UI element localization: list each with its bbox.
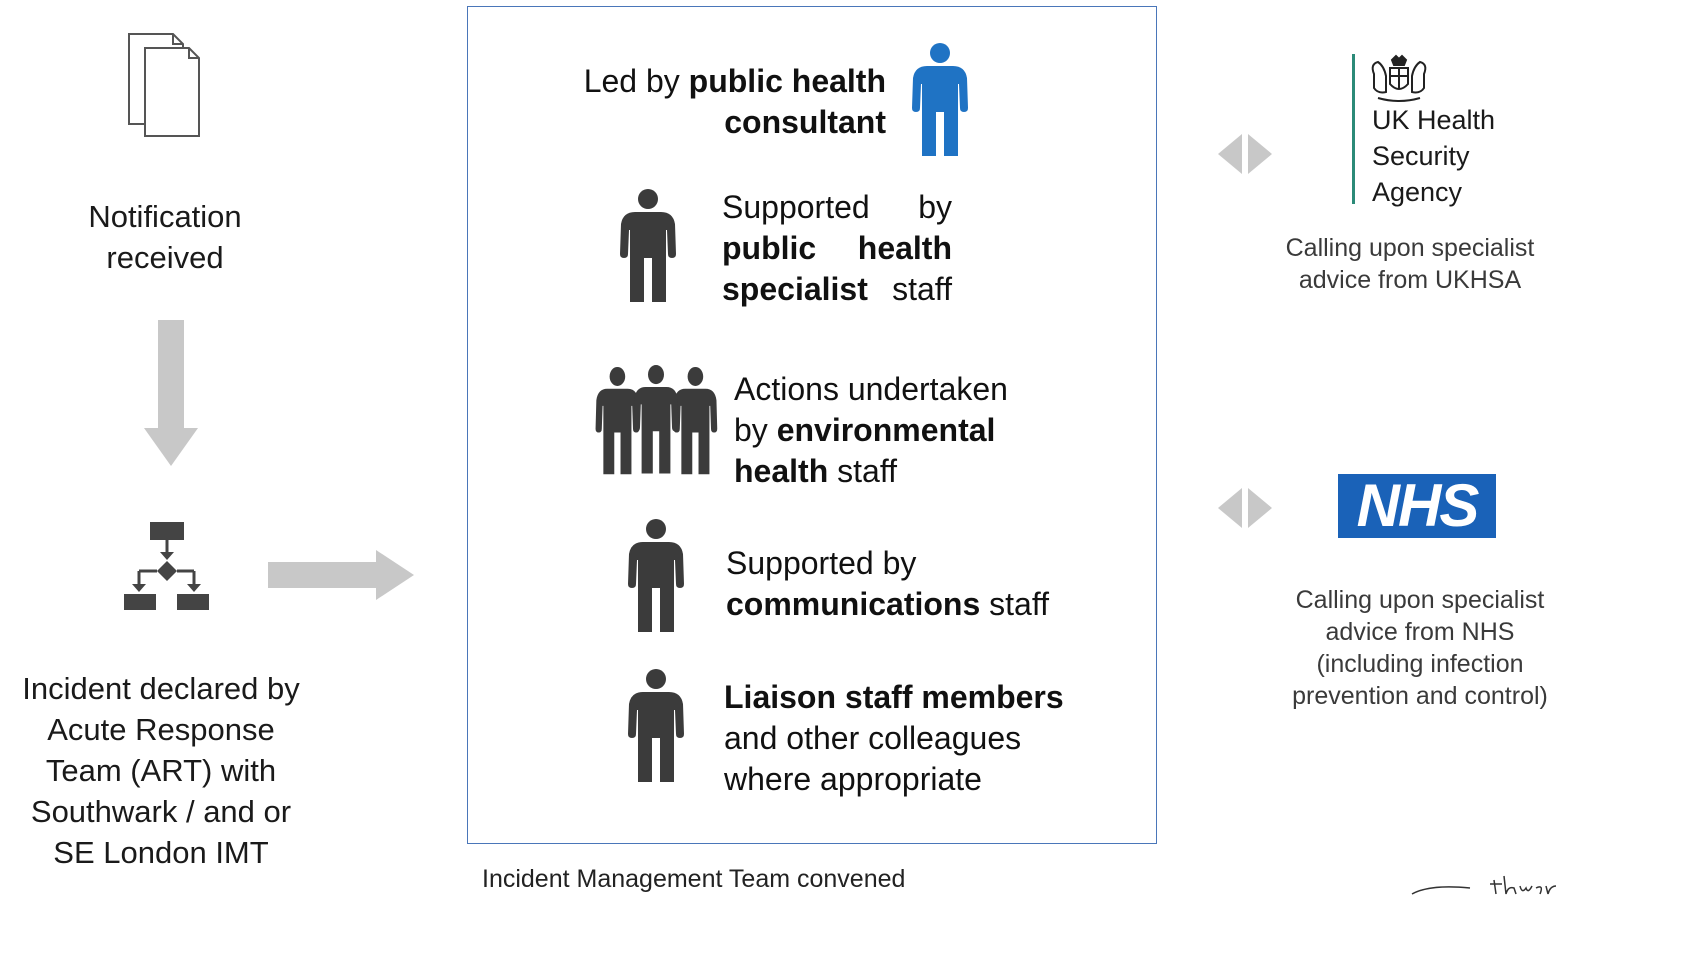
role-lead: Led by public health consultant	[560, 61, 886, 143]
person-icon-specialist	[618, 188, 678, 304]
person-icon-liaison	[626, 668, 686, 784]
nhs-logo: NHS	[1338, 474, 1496, 538]
ukhsa-line-2: Security	[1372, 141, 1470, 171]
right-arrow	[268, 550, 416, 600]
role-lead-bold: public health consultant	[688, 63, 886, 140]
nhs-caption: Calling upon specialist advice from NHS …	[1292, 586, 1548, 710]
imt-box	[467, 6, 1157, 844]
person-icon-lead	[910, 42, 970, 158]
notification-label: Notification received	[88, 199, 242, 275]
role-communications: Supported by communications staff	[726, 543, 1086, 625]
person-icon-communications	[626, 518, 686, 634]
role-liaison-bold: Liaison staff members	[724, 679, 1064, 715]
crest-icon	[1368, 54, 1430, 104]
role-communications-bold: communications	[726, 586, 981, 622]
role-specialist: Supported by public health specialist st…	[722, 187, 952, 310]
role-environmental-pre: Actions undertaken by	[734, 371, 1008, 448]
imt-caption: Incident Management Team convened	[482, 865, 906, 893]
role-communications-pre: Supported by	[726, 545, 917, 581]
role-environmental-post: staff	[828, 453, 898, 489]
nhs-logo-text: NHS	[1356, 472, 1480, 539]
role-environmental: Actions undertaken by environmental heal…	[734, 369, 1034, 492]
signature-scribble	[1410, 866, 1560, 896]
role-liaison: Liaison staff members and other colleagu…	[724, 677, 1094, 800]
down-arrow	[144, 320, 198, 468]
double-arrow-icon	[1218, 134, 1272, 174]
ukhsa-logo: UK Health Security Agency	[1352, 52, 1532, 208]
double-arrow-icon	[1218, 488, 1272, 528]
flowchart-icon	[122, 520, 212, 612]
role-environmental-bold: environmental health	[734, 412, 996, 489]
ukhsa-line-1: UK Health	[1372, 105, 1496, 135]
role-communications-post: staff	[980, 586, 1050, 622]
role-specialist-post: staff	[867, 271, 952, 307]
group-icon	[594, 364, 718, 476]
role-specialist-pre: Supported by	[722, 189, 952, 225]
ukhsa-bar	[1352, 54, 1355, 204]
ukhsa-caption: Calling upon specialist advice from UKHS…	[1285, 234, 1535, 294]
role-liaison-post: and other colleagues where appropriate	[724, 720, 1022, 797]
role-specialist-bold: public health specialist	[722, 230, 952, 307]
documents-icon	[125, 32, 220, 142]
incident-label: Incident declared by Acute Response Team…	[22, 671, 300, 870]
ukhsa-line-3: Agency	[1372, 177, 1463, 207]
role-lead-pre: Led by	[583, 63, 689, 99]
